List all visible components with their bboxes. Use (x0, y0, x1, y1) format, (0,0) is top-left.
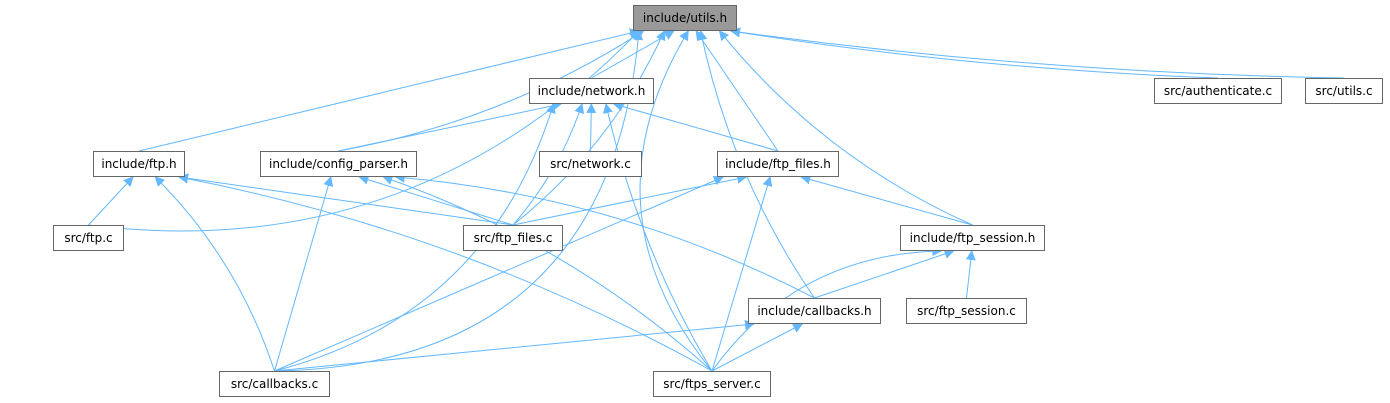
node-include-callbacks-h[interactable]: include/callbacks.h (748, 298, 881, 324)
edge-callbacks-h-to-ftp-session-h (814, 249, 955, 299)
node-src-network-c[interactable]: src/network.c (539, 151, 642, 177)
node-src-ftps-server-c[interactable]: src/ftps_server.c (653, 371, 771, 397)
edge-callbacks-c-to-ftp-files-h (274, 175, 724, 372)
node-src-authenticate-c[interactable]: src/authenticate.c (1154, 78, 1282, 104)
edge-ftps-server-c-to-ftp-session-h (711, 246, 943, 372)
edge-callbacks-c-to-ftp-h (154, 176, 275, 372)
edge-network-h-to-utils-h (591, 30, 675, 79)
edge-ftp-session-h-to-utils-h (718, 30, 973, 226)
edge-ftps-server-c-to-utils-h (639, 30, 713, 372)
node-include-network-h[interactable]: include/network.h (529, 78, 654, 104)
node-src-utils-c[interactable]: src/utils.c (1305, 78, 1383, 104)
edge-ftp-files-c-to-ftp-h (178, 173, 514, 226)
edges-layer (88, 27, 1345, 372)
edge-callbacks-h-to-config-parser-h (394, 172, 815, 299)
edge-ftp-files-c-to-config-parser-h (358, 174, 514, 226)
edge-ftps-server-c-to-ftp-files-h (711, 176, 773, 372)
edge-ftp-session-c-to-ftp-session-h (965, 250, 976, 299)
edge-callbacks-c-to-config-parser-h (274, 176, 334, 372)
edge-ftps-server-c-to-config-parser-h (382, 175, 713, 372)
edge-ftp-files-c-to-utils-h (512, 30, 666, 226)
node-include-ftp-h[interactable]: include/ftp.h (93, 151, 185, 177)
edge-ftps-server-c-to-callbacks-h (711, 323, 804, 372)
edge-callbacks-c-to-callbacks-h (274, 319, 755, 372)
node-src-ftp-session-c[interactable]: src/ftp_session.c (906, 298, 1027, 324)
edge-ftp-files-h-to-network-h (612, 101, 779, 152)
edge-ftp-session-h-to-ftp-files-h (800, 174, 973, 226)
node-src-callbacks-c[interactable]: src/callbacks.c (219, 371, 330, 397)
edge-callbacks-c-to-network-h (274, 103, 556, 372)
edge-utils-c-to-utils-h (730, 27, 1345, 79)
node-include-config-parser-h[interactable]: include/config_parser.h (260, 151, 417, 177)
edge-authenticate-c-to-utils-h (730, 27, 1219, 79)
node-include-ftp-files-h[interactable]: include/ftp_files.h (717, 151, 839, 177)
edge-ftps-server-c-to-ftp-h (178, 173, 713, 372)
edge-ftp-files-h-to-utils-h (695, 30, 779, 152)
node-include-utils-h[interactable]: include/utils.h (633, 5, 737, 31)
node-src-ftp-c[interactable]: src/ftp.c (53, 225, 124, 251)
edge-config-parser-h-to-network-h (338, 100, 563, 152)
node-include-ftp-session-h[interactable]: include/ftp_session.h (900, 225, 1045, 251)
edge-ftp-h-to-utils-h (138, 28, 640, 152)
edge-ftp-c-to-utils-h (88, 30, 640, 232)
node-src-ftp-files-c[interactable]: src/ftp_files.c (463, 225, 563, 251)
edge-ftp-c-to-ftp-h (88, 176, 134, 226)
edge-ftps-server-c-to-network-h (603, 103, 713, 372)
edge-network-c-to-network-h (586, 103, 597, 152)
